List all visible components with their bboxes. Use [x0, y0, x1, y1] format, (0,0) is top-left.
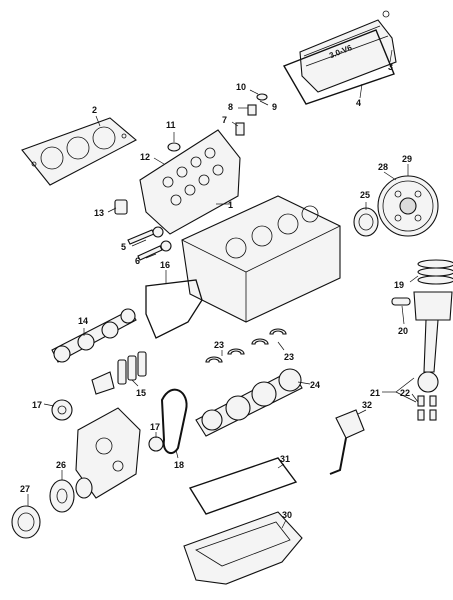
callout-25: 25: [360, 190, 370, 200]
leader-lines: [27, 49, 419, 529]
callout-27: 27: [20, 484, 30, 494]
bearings: [205, 328, 287, 363]
flexplate: [377, 175, 439, 237]
callout-labels: 1 2 3 4 5 6 7 8 9 10 11 12 13 14 15 16 1…: [20, 62, 412, 520]
callout-6: 6: [135, 256, 140, 266]
callout-20: 20: [398, 326, 408, 336]
valves-and-lifter: [114, 199, 172, 261]
damper: [49, 479, 75, 513]
callout-13: 13: [94, 208, 104, 218]
callout-7: 7: [222, 115, 227, 125]
valve-cover: 3.0-V6: [299, 10, 397, 93]
engine-block: [181, 195, 341, 323]
callout-16: 16: [160, 260, 170, 270]
callout-30: 30: [282, 510, 292, 520]
callout-9: 9: [272, 102, 277, 112]
callout-19: 19: [394, 280, 404, 290]
oil-pickup: [329, 409, 365, 475]
head-gasket: [21, 117, 137, 186]
camshaft: [51, 308, 137, 363]
callout-15: 15: [136, 388, 146, 398]
callout-29: 29: [402, 154, 412, 164]
callout-32: 32: [362, 400, 372, 410]
callout-2: 2: [92, 105, 97, 115]
crank-pulley: [11, 505, 41, 539]
piston-rings: [417, 259, 453, 285]
piston: [391, 291, 453, 321]
callout-17b: 17: [150, 422, 160, 432]
callout-22: 22: [400, 388, 410, 398]
callout-23b: 23: [284, 352, 294, 362]
callout-8: 8: [228, 102, 233, 112]
crankshaft: [195, 368, 303, 437]
callout-1: 1: [228, 200, 233, 210]
valve-spring-parts: [167, 93, 268, 152]
timing-chain: [160, 388, 188, 455]
callout-10: 10: [236, 82, 246, 92]
lifter-set: [91, 351, 147, 395]
callout-4: 4: [356, 98, 361, 108]
callout-18: 18: [174, 460, 184, 470]
callout-21: 21: [370, 388, 380, 398]
callout-17a: 17: [32, 400, 42, 410]
callout-12: 12: [140, 152, 150, 162]
callout-11: 11: [166, 120, 176, 130]
oil-pan-gasket: [188, 457, 298, 515]
callout-24: 24: [310, 380, 320, 390]
callout-5: 5: [121, 242, 126, 252]
callout-14: 14: [78, 316, 88, 326]
callout-28: 28: [378, 162, 388, 172]
rear-seal: [353, 207, 379, 237]
callout-23a: 23: [214, 340, 224, 350]
callout-31: 31: [280, 454, 290, 464]
callout-26: 26: [56, 460, 66, 470]
cylinder-head: [139, 129, 241, 235]
oil-pan: [183, 511, 303, 585]
callout-3: 3: [388, 62, 393, 72]
connecting-rod: [417, 319, 439, 393]
cam-sprocket: [51, 399, 73, 421]
crank-seal: [75, 477, 93, 499]
rear-cover-gasket: [145, 279, 203, 339]
valve-cover-gasket: [282, 29, 395, 105]
rod-bearing-bolts: [417, 395, 437, 421]
timing-cover: [75, 407, 141, 499]
crank-sprocket: [148, 436, 164, 452]
